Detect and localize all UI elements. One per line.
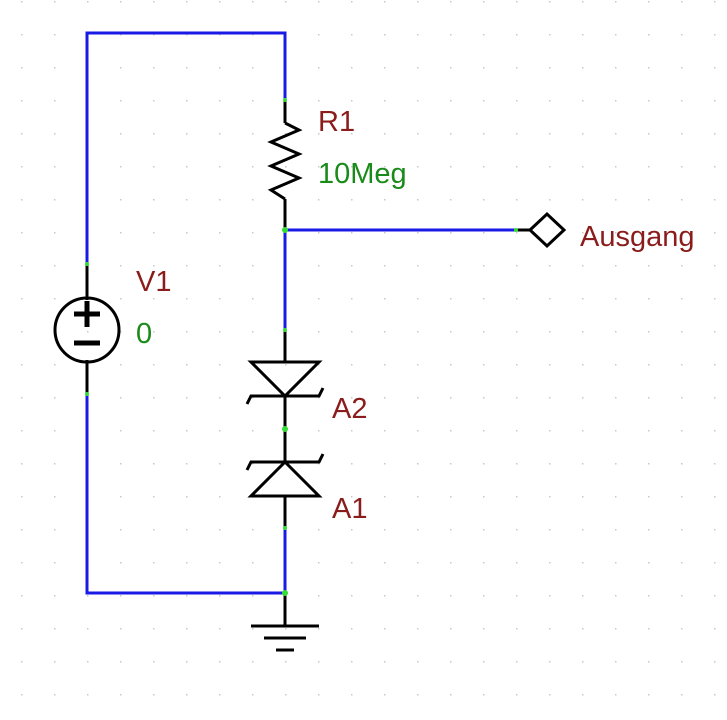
output-net-label: Ausgang: [580, 221, 695, 253]
voltage-source-icon[interactable]: [53, 296, 121, 364]
a2-triangle: [247, 360, 323, 399]
junction-dot: [282, 227, 288, 233]
pin-dot: [283, 98, 287, 102]
wires: [85, 31, 518, 595]
a2-bar: [245, 387, 325, 405]
v1-value-label: 0: [136, 318, 152, 350]
pin-dot: [283, 328, 287, 332]
a1-triangle: [247, 459, 323, 498]
junction-dot: [282, 590, 288, 596]
a1-ref-label: A1: [332, 493, 367, 525]
resistor-icon[interactable]: [267, 121, 303, 201]
pin-dot: [85, 262, 89, 266]
zener-diode-icon[interactable]: [245, 453, 325, 498]
r1-value-label: 10Meg: [318, 158, 407, 190]
output-port-diamond-icon[interactable]: [527, 211, 567, 249]
pin-dot: [514, 228, 518, 232]
wire-bottom-loop[interactable]: [85, 392, 287, 595]
junction-dots: [85, 98, 518, 596]
r1-zigzag: [267, 121, 303, 201]
r1-ref-label: R1: [318, 106, 355, 138]
ground-icon[interactable]: [251, 624, 319, 652]
a1-bar: [245, 453, 325, 471]
wire-top-loop[interactable]: [85, 31, 287, 266]
grid-dots: [21, 1, 716, 696]
pin-dot: [283, 526, 287, 530]
v1-body: [53, 296, 121, 364]
zener-diode-icon[interactable]: [245, 360, 325, 405]
output-diamond: [527, 211, 567, 249]
junction-dot: [282, 426, 288, 432]
pin-dot: [85, 392, 89, 396]
a2-ref-label: A2: [332, 393, 367, 425]
v1-ref-label: V1: [136, 266, 171, 298]
